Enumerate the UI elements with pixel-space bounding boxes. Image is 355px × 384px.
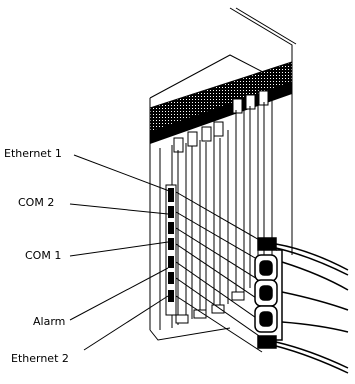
cables [175, 191, 269, 353]
callout-lines [69, 154, 173, 351]
label-com-2: COM 2 [18, 196, 54, 209]
label-com-1: COM 1 [25, 249, 61, 262]
connector-panel [165, 184, 177, 316]
label-alarm: Alarm [33, 315, 65, 328]
card-slots [159, 100, 273, 330]
vent-grille [149, 61, 293, 144]
bottom-handles [175, 291, 245, 324]
cable-assembly [254, 237, 283, 349]
outgoing-cables [275, 243, 349, 374]
label-ethernet-2: Ethernet 2 [11, 352, 69, 365]
card-handles [173, 90, 269, 153]
label-ethernet-1: Ethernet 1 [4, 147, 62, 160]
